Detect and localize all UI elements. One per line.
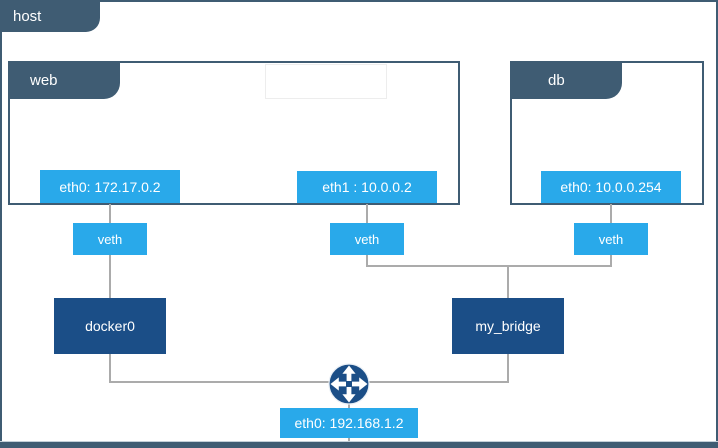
host-label: host	[13, 7, 42, 25]
interface-web-eth1-label: eth1 : 10.0.0.2	[322, 179, 412, 195]
veth-label: veth	[598, 231, 624, 247]
router-arrows-icon	[328, 363, 370, 405]
interface-web-eth0: eth0: 172.17.0.2	[40, 170, 180, 203]
container-web-label: web	[30, 71, 58, 89]
veth-label: veth	[97, 231, 123, 247]
bridge-my-bridge: my_bridge	[452, 298, 564, 354]
bridge-my-bridge-label: my_bridge	[475, 318, 541, 334]
interface-web-eth0-label: eth0: 172.17.0.2	[59, 178, 161, 195]
bridge-docker0-label: docker0	[85, 318, 135, 334]
empty-placeholder-box	[265, 64, 387, 99]
container-db-label: db	[548, 71, 565, 89]
connector-bridges-router-horizontal	[109, 381, 509, 383]
connector-eth0db-veth3	[610, 204, 612, 223]
veth-web-eth0: veth	[73, 223, 147, 255]
bridge-docker0: docker0	[54, 298, 166, 354]
connector-mybridge-down	[507, 354, 509, 381]
connector-veth2-veth3-horizontal	[366, 265, 612, 267]
interface-db-eth0: eth0: 10.0.0.254	[541, 171, 681, 203]
connector-eth0host-hostedge	[348, 437, 350, 442]
container-db-tab: db	[510, 61, 622, 99]
interface-host-eth0: eth0: 192.168.1.2	[280, 408, 418, 438]
container-web-tab: web	[8, 61, 120, 99]
veth-label: veth	[354, 231, 380, 247]
connector-down-mybridge	[507, 267, 509, 298]
interface-db-eth0-label: eth0: 10.0.0.254	[560, 179, 662, 195]
connector-eth1web-veth2	[366, 204, 368, 223]
veth-db-eth0: veth	[574, 223, 648, 255]
veth-web-eth1: veth	[330, 223, 404, 255]
host-tab: host	[0, 0, 100, 32]
connector-eth0web-veth1	[109, 204, 111, 223]
connector-veth1-docker0	[109, 255, 111, 298]
host-bottom-border	[0, 441, 718, 448]
connector-docker0-down	[109, 354, 111, 383]
connector-router-eth0host	[348, 403, 350, 409]
connector-veth2-down	[366, 255, 368, 267]
interface-host-eth0-label: eth0: 192.168.1.2	[294, 415, 404, 431]
interface-web-eth1: eth1 : 10.0.0.2	[297, 171, 437, 203]
connector-veth3-down	[610, 255, 612, 267]
